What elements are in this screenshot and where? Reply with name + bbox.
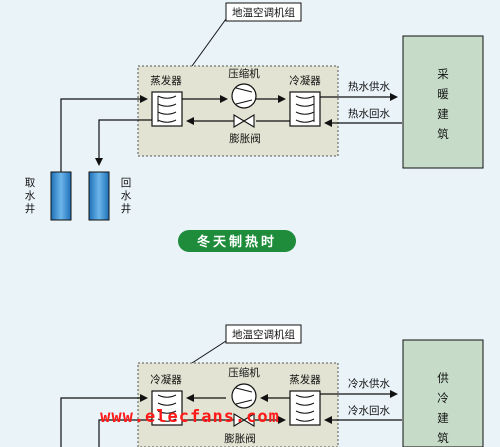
bottom-compressor xyxy=(231,383,257,409)
bottom-building-label: 供冷建筑 xyxy=(437,371,449,445)
watermark: www.elecfans.com xyxy=(100,407,280,427)
top-unit-label-box xyxy=(225,2,302,22)
bottom-left-exchanger xyxy=(151,390,183,426)
bottom-return-label: 冷水回水 xyxy=(348,404,390,417)
top-condenser xyxy=(289,91,321,127)
bottom-unit-label-box xyxy=(225,324,302,344)
top-return-label: 热水回水 xyxy=(348,107,390,120)
top-evaporator xyxy=(151,91,183,127)
bottom-building-box xyxy=(402,339,484,447)
bottom-right-exchanger-label: 蒸发器 xyxy=(289,373,321,386)
top-evaporator-label: 蒸发器 xyxy=(150,74,182,87)
take-well-label: 取水井 xyxy=(25,177,36,215)
top-unit-label: 地温空调机组 xyxy=(232,6,295,19)
bottom-expansion-valve xyxy=(233,413,255,427)
top-callout-line xyxy=(191,18,227,67)
bottom-compressor-label: 压缩机 xyxy=(228,366,260,379)
winter-heating-banner: 冬天制热时 xyxy=(178,230,296,252)
bottom-left-exchanger-label: 冷凝器 xyxy=(150,373,182,386)
bottom-callout-line xyxy=(191,340,227,364)
bottom-unit-label: 地温空调机组 xyxy=(232,328,295,341)
top-compressor-label: 压缩机 xyxy=(228,67,260,80)
bottom-supply-label: 冷水供水 xyxy=(348,377,390,390)
banner-text: 冬天制热时 xyxy=(197,234,277,250)
top-condenser-label: 冷凝器 xyxy=(289,74,321,87)
return-water-well xyxy=(88,171,110,221)
top-compressor xyxy=(231,83,257,109)
return-well-label: 回水井 xyxy=(121,177,132,215)
bottom-right-exchanger xyxy=(289,390,321,426)
top-supply-label: 热水供水 xyxy=(348,80,390,93)
top-building-box xyxy=(402,35,484,169)
top-building-label: 采暖建筑 xyxy=(437,67,449,141)
top-expansion-valve-label: 膨胀阀 xyxy=(229,132,261,145)
bottom-expansion-valve-label: 膨胀阀 xyxy=(224,432,256,445)
take-water-well xyxy=(50,171,72,221)
